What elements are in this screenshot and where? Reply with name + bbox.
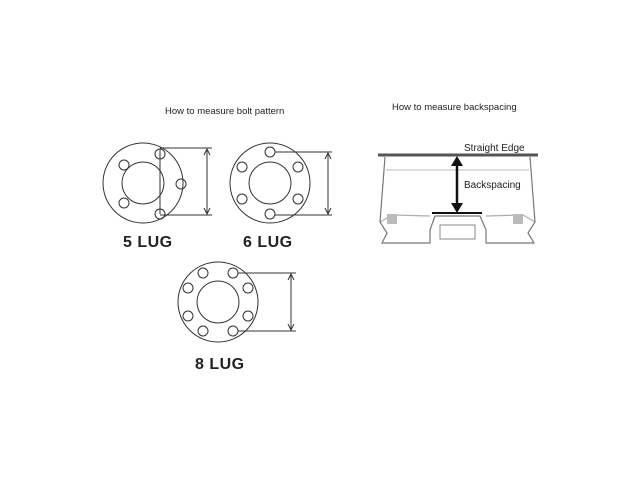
backspacing-label: Backspacing xyxy=(464,180,521,191)
wheel-cross-section xyxy=(378,153,538,244)
bolt-pattern-title: How to measure bolt pattern xyxy=(165,106,284,117)
six-lug-label: 6 LUG xyxy=(243,234,293,251)
eight-lug-wheel-diagram xyxy=(177,261,296,343)
five-lug-wheel-diagram xyxy=(102,142,212,224)
backspacing-title: How to measure backspacing xyxy=(392,102,517,113)
eight-lug-label: 8 LUG xyxy=(195,356,245,373)
six-lug-wheel-diagram xyxy=(229,142,332,224)
straight-edge-label: Straight Edge xyxy=(464,143,525,154)
five-lug-label: 5 LUG xyxy=(123,234,173,251)
